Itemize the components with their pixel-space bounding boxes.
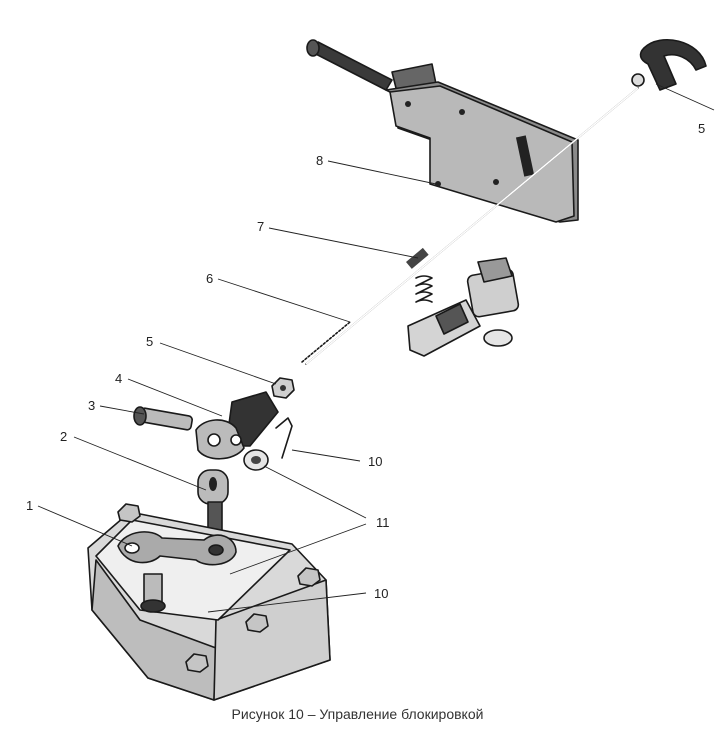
callout-3: 3 — [88, 398, 95, 413]
mounting-bracket-plate — [306, 39, 579, 223]
cotter-pin-upper — [275, 417, 293, 459]
callout-4: 4 — [115, 371, 122, 386]
leader-lines — [37, 83, 715, 613]
figure-caption: Рисунок 10 – Управление блокировкой — [231, 706, 484, 722]
callout-10-upper: 10 — [368, 454, 382, 469]
clevis-fork — [195, 391, 279, 460]
callout-1: 1 — [26, 498, 33, 513]
valve-spring-assembly — [407, 257, 520, 357]
callout-6: 6 — [206, 271, 213, 286]
callout-11: 11 — [376, 515, 390, 530]
washer-upper — [243, 449, 269, 471]
callout-5-lower: 5 — [146, 334, 153, 349]
callout-7: 7 — [257, 219, 264, 234]
control-rod — [301, 87, 639, 365]
clevis-pin — [133, 406, 193, 431]
callout-5-upper: 5 — [698, 121, 705, 136]
t-handle-knob — [631, 39, 707, 91]
callout-8: 8 — [316, 153, 323, 168]
callout-2: 2 — [60, 429, 67, 444]
hex-nut-lower — [271, 377, 295, 399]
link-rod — [197, 469, 229, 533]
callout-10-lower: 10 — [374, 586, 388, 601]
